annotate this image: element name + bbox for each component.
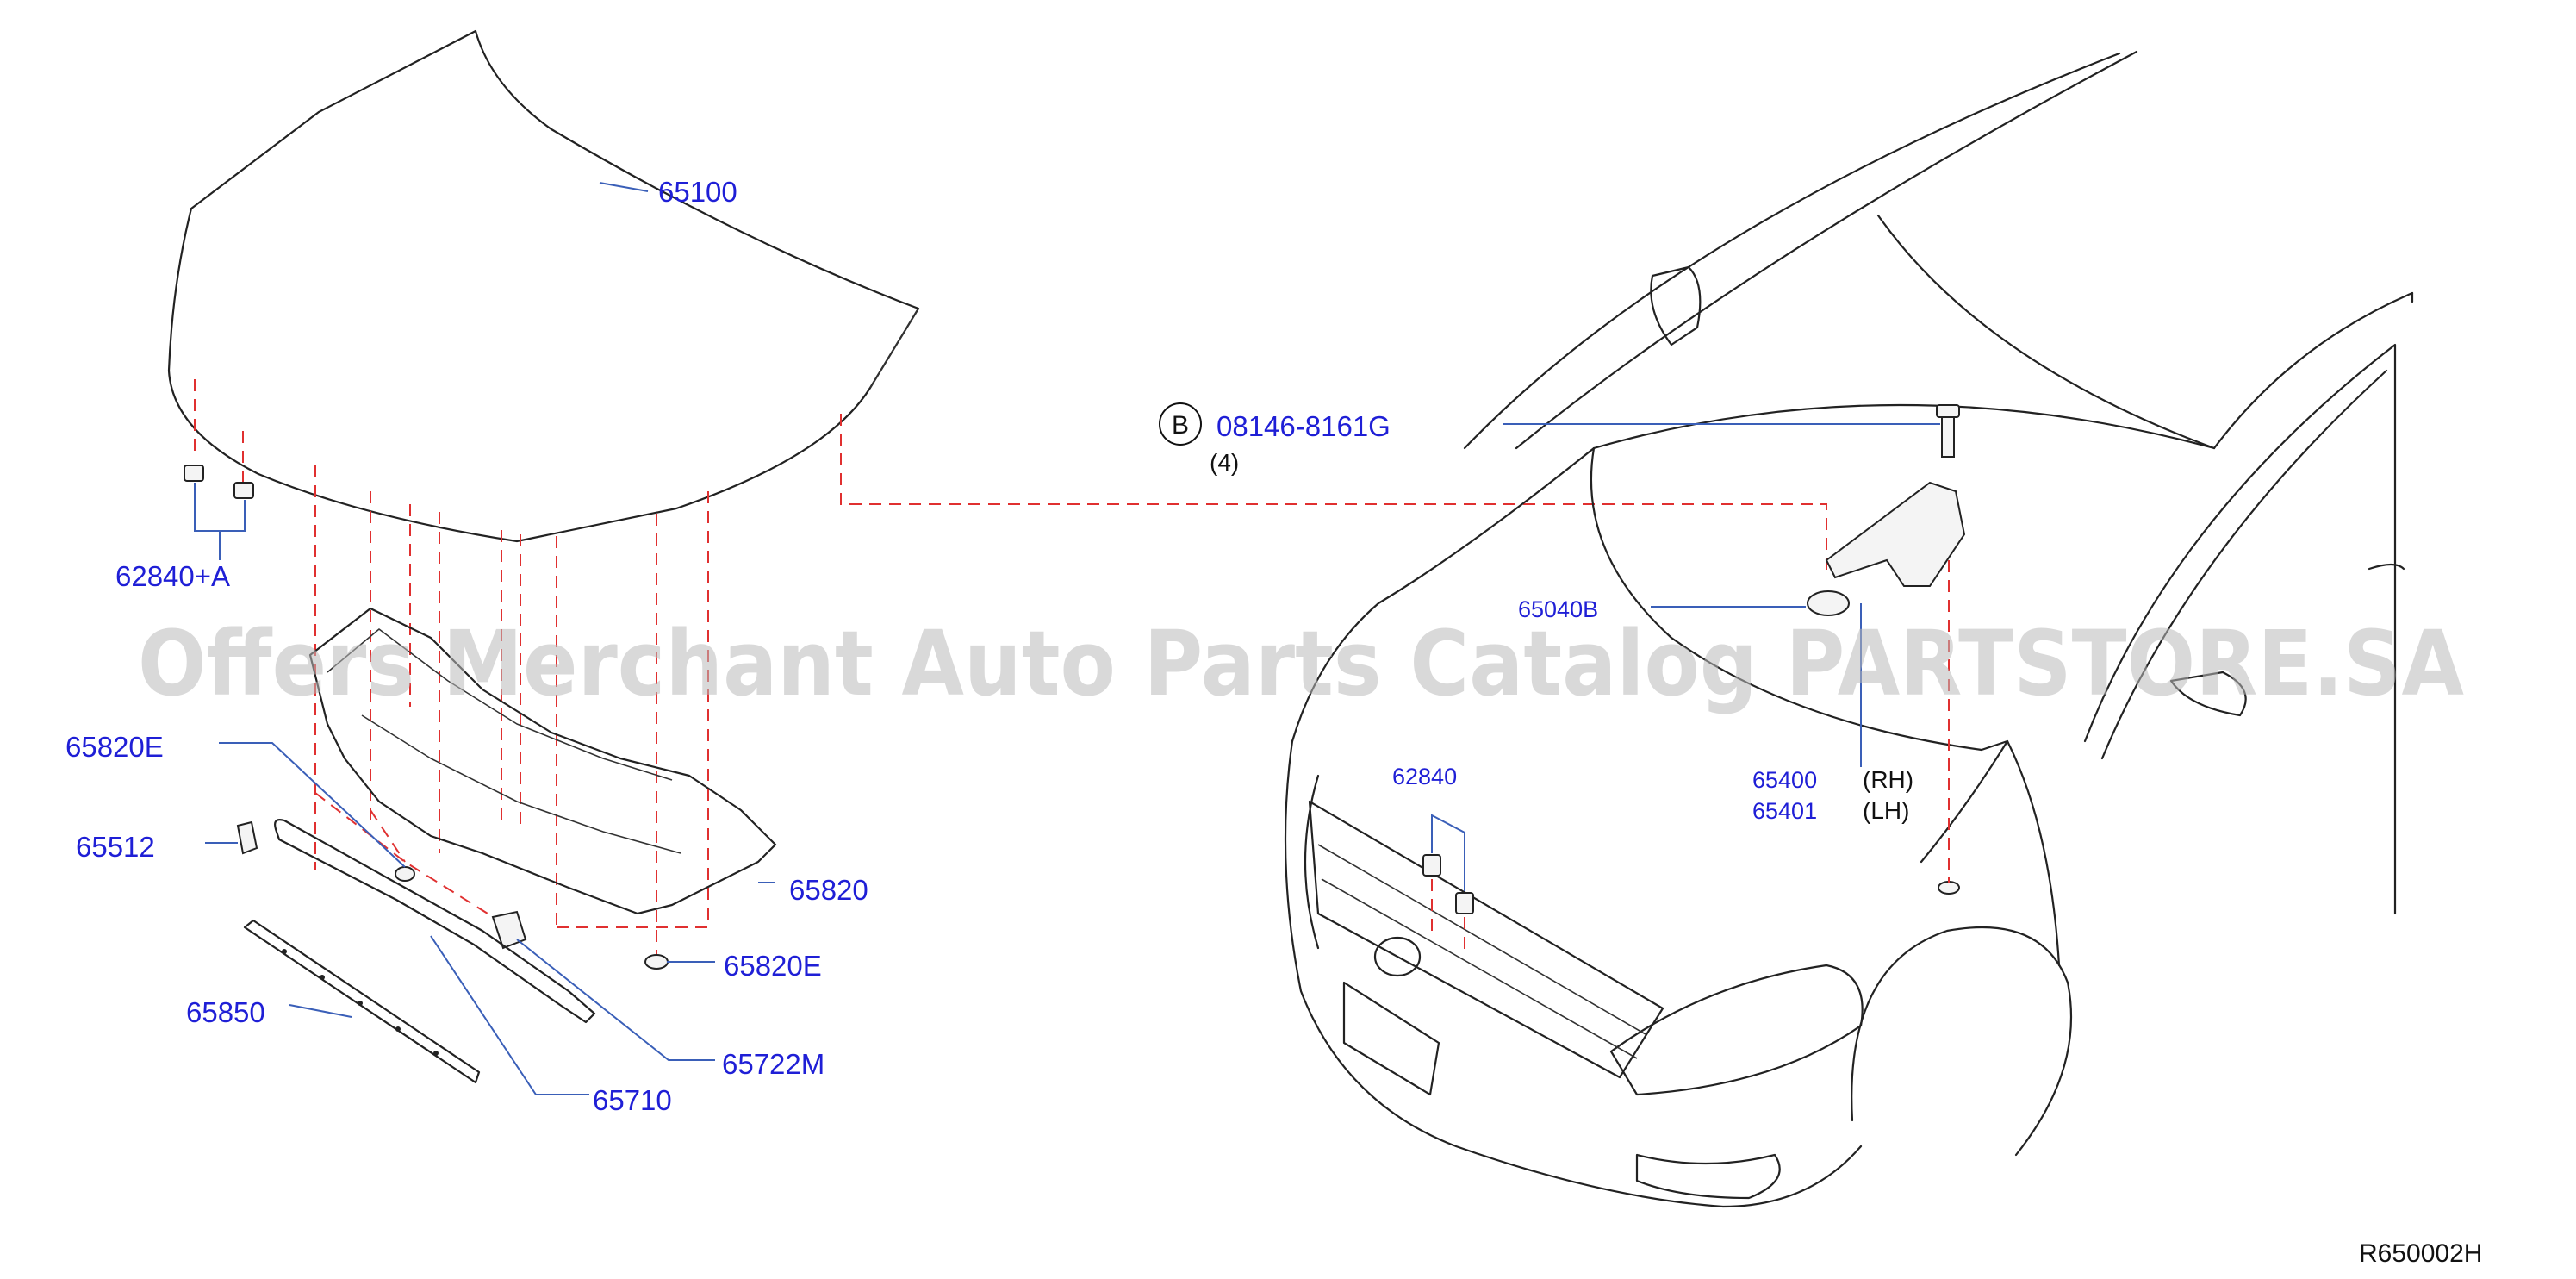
label-hinge-rh[interactable]: 65400 <box>1752 767 1817 793</box>
diagram-code: R650002H <box>2359 1239 2482 1268</box>
right-leader-lines <box>1431 423 1940 891</box>
watermark-text: Offers Merchant Auto Parts Catalog PARTS… <box>138 611 2464 716</box>
label-hinge-bolt[interactable]: 08146-8161G <box>1216 410 1391 442</box>
vehicle-guide-lines <box>1431 560 1950 957</box>
bolt-marker-letter: B <box>1172 411 1189 440</box>
label-hinge-lh[interactable]: 65401 <box>1752 798 1817 824</box>
label-rod-clip[interactable]: 65722M <box>722 1048 824 1080</box>
hood-guide-lines <box>194 379 1827 957</box>
label-hinge-bolt-qty: (4) <box>1210 449 1239 476</box>
left-leader-lines <box>205 182 775 1095</box>
bolt-marker-circle <box>1159 402 1202 446</box>
part-labels: 65100 62840+A 65820E 65512 65820 65820E … <box>65 176 2482 1268</box>
hinge-shape <box>1825 481 1966 587</box>
hood-panel <box>167 29 920 543</box>
clip-upper-icon <box>395 866 415 882</box>
label-stay-rod[interactable]: 65710 <box>593 1084 672 1116</box>
label-body-bumper[interactable]: 62840 <box>1392 764 1457 789</box>
label-rod-holder[interactable]: 65512 <box>76 831 155 863</box>
grommet-icon <box>1807 590 1850 616</box>
label-hood-bumper[interactable]: 62840+A <box>115 560 230 592</box>
label-insulator[interactable]: 65820 <box>789 874 868 906</box>
rod-holder-icon <box>236 820 258 855</box>
label-hood[interactable]: 65100 <box>658 176 737 208</box>
hood-bumper-icons <box>184 465 254 499</box>
body-bumper-right-icon <box>1455 892 1474 914</box>
label-clip-lower[interactable]: 65820E <box>724 950 822 982</box>
clip-lower-icon <box>644 954 669 970</box>
hood-insulator-shape <box>308 607 777 915</box>
label-grommet[interactable]: 65040B <box>1518 596 1598 622</box>
hinge-bolt-icon <box>1936 404 1960 458</box>
label-lh: (LH) <box>1863 797 1909 824</box>
body-bumper-left-icon <box>1422 854 1441 877</box>
label-hood-seal[interactable]: 65850 <box>186 996 265 1028</box>
stay-rod-shape <box>274 819 596 1024</box>
label-rh: (RH) <box>1863 766 1913 793</box>
label-clip-upper[interactable]: 65820E <box>65 731 164 763</box>
hood-assembly <box>167 29 1827 1095</box>
vehicle-front-view <box>1284 50 2414 1208</box>
